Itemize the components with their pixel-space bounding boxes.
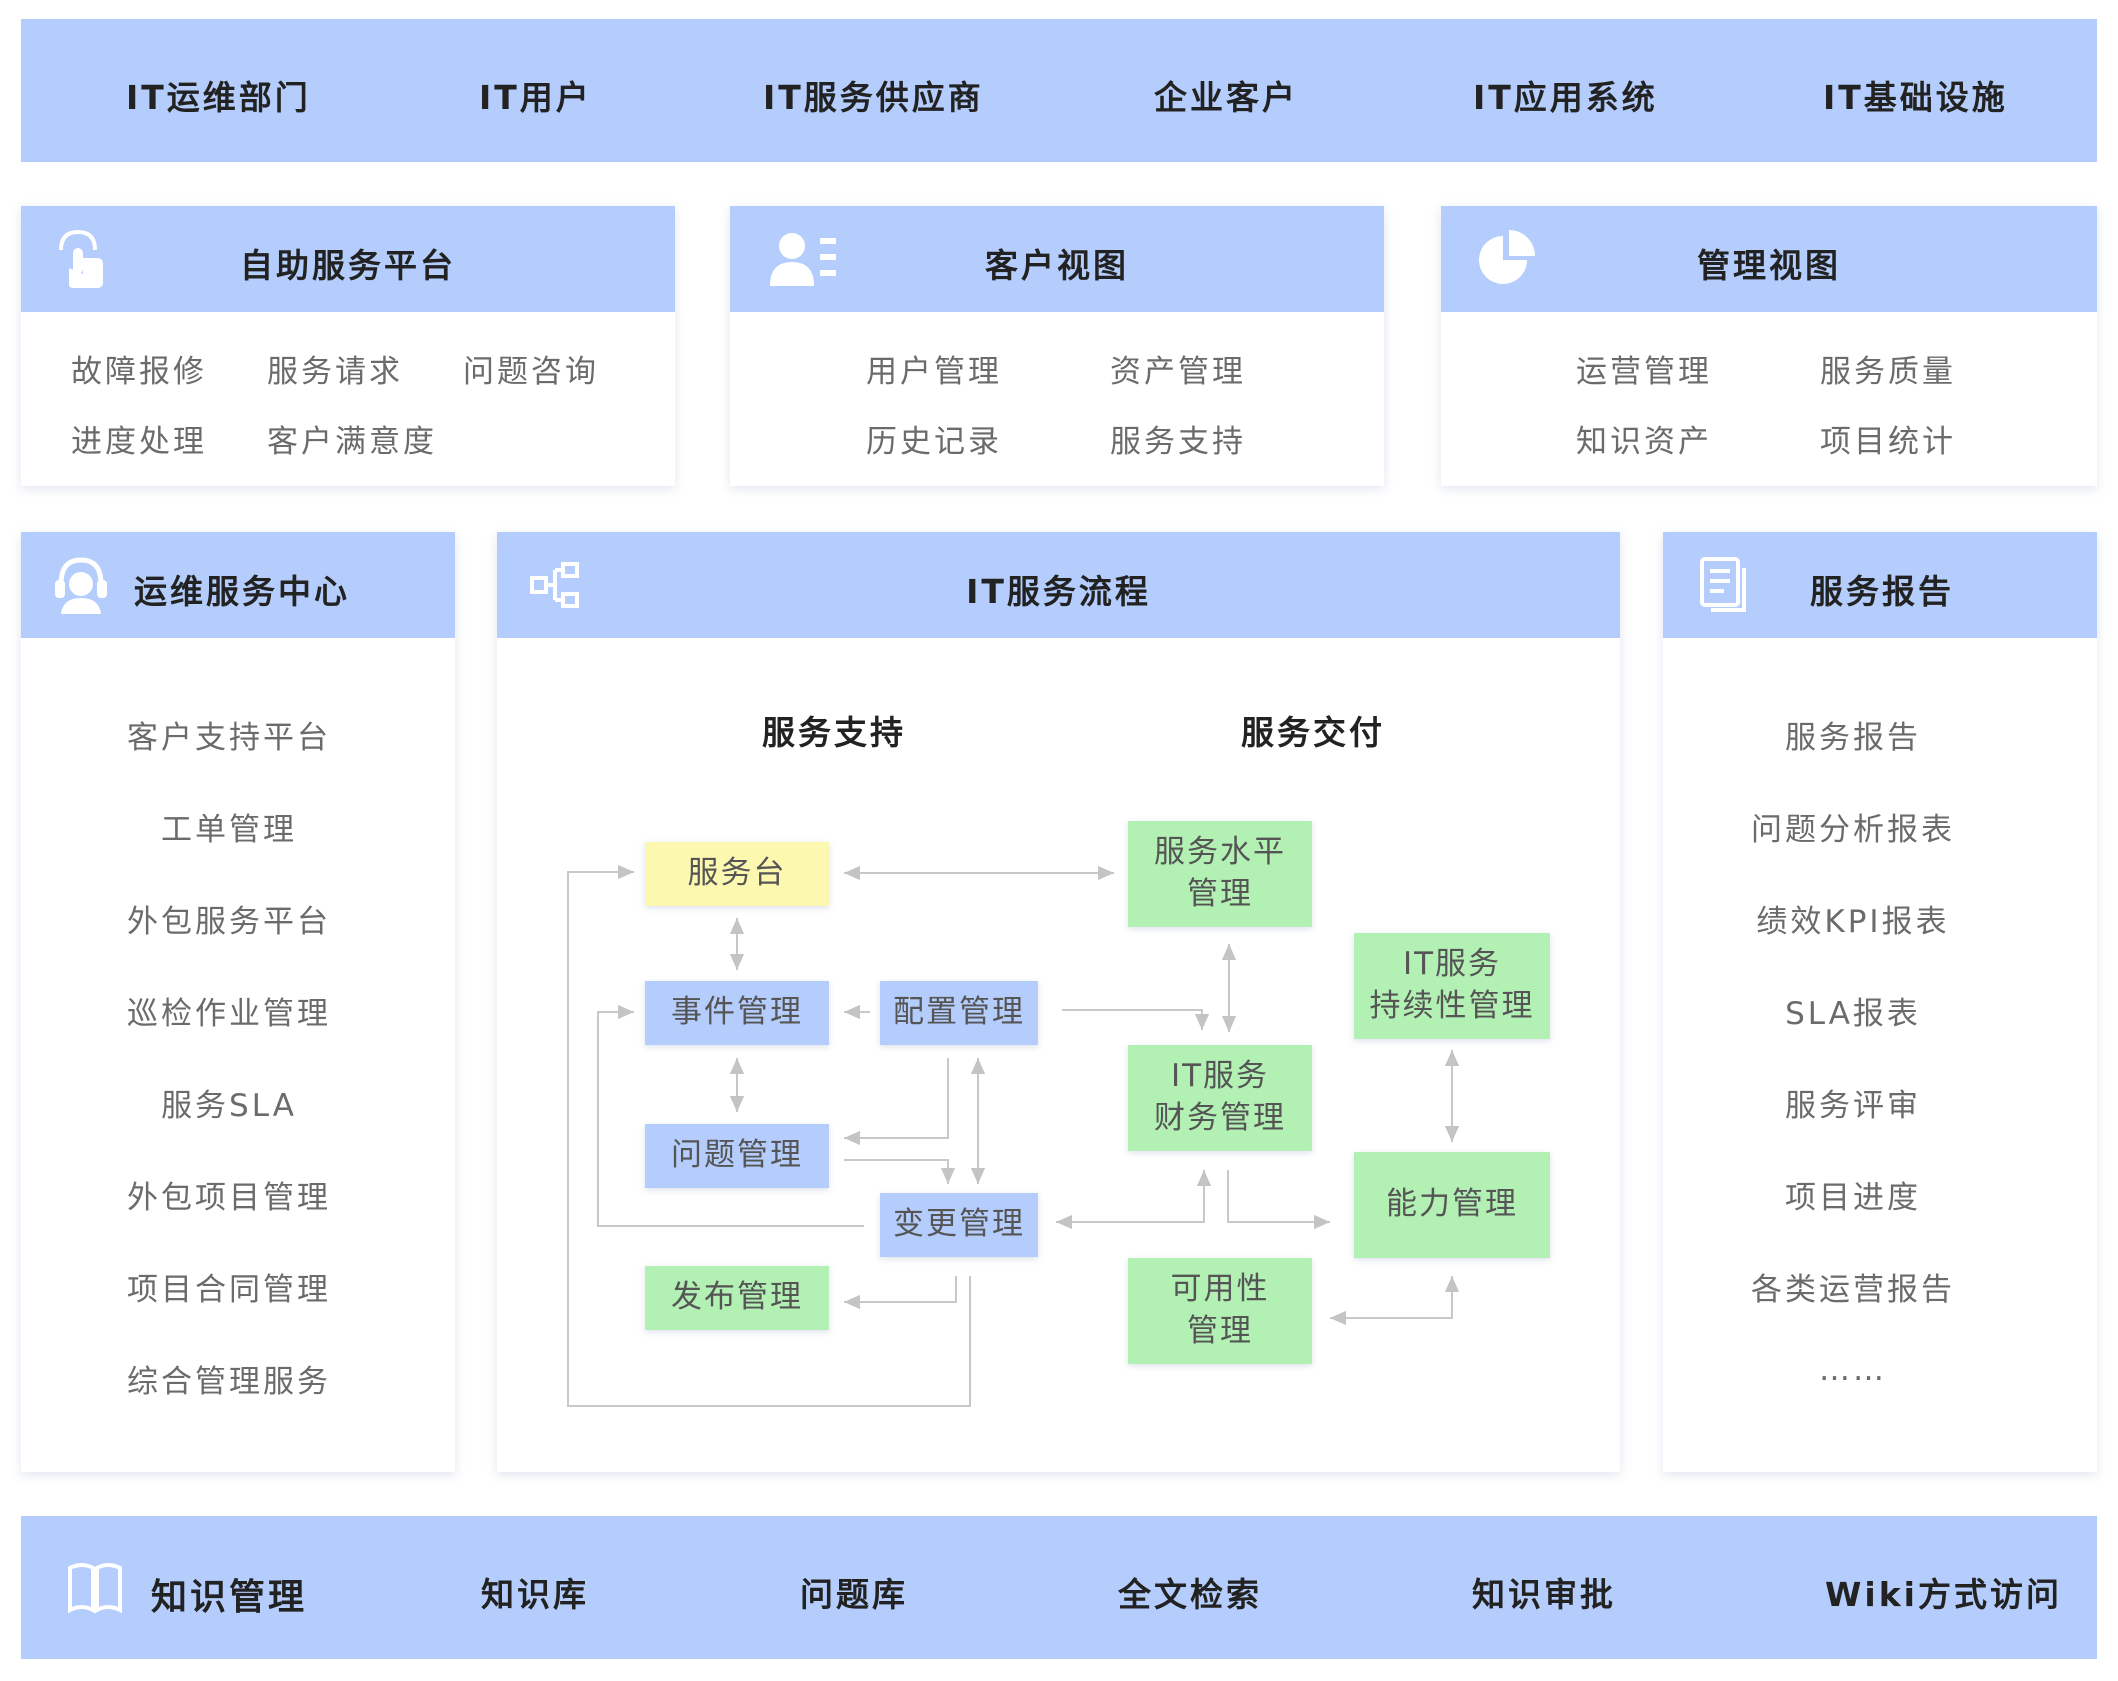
ops-center-item-outsourcing-platform[interactable]: 外包服务平台 xyxy=(127,904,331,940)
self-service-card: 自助服务平台 故障报修 服务请求 问题咨询 进度处理 客户满意度 xyxy=(21,206,675,486)
knowledge-item-kb[interactable]: 知识库 xyxy=(481,1575,589,1614)
stakeholder-it-applications: IT应用系统 xyxy=(1473,78,1658,117)
customer-view-header: 客户视图 xyxy=(730,206,1384,312)
node-release-management[interactable]: 发布管理 xyxy=(645,1266,829,1330)
top-stakeholder-bar: IT运维部门 IT用户 IT服务供应商 企业客户 IT应用系统 IT基础设施 xyxy=(21,19,2097,162)
it-process-title: IT服务流程 xyxy=(966,572,1151,611)
report-item-problem-analysis[interactable]: 问题分析报表 xyxy=(1751,812,1955,848)
management-view-item-knowledge-assets[interactable]: 知识资产 xyxy=(1576,424,1712,460)
customer-view-card: 客户视图 用户管理 资产管理 历史记录 服务支持 xyxy=(730,206,1384,486)
customer-view-item-user-mgmt[interactable]: 用户管理 xyxy=(866,354,1002,390)
report-item-project-progress[interactable]: 项目进度 xyxy=(1785,1180,1921,1216)
touch-hand-icon xyxy=(59,229,103,288)
self-service-item-question[interactable]: 问题咨询 xyxy=(463,354,599,390)
node-it-financial-management[interactable]: IT服务财务管理 xyxy=(1128,1045,1312,1151)
customer-view-item-service-support[interactable]: 服务支持 xyxy=(1110,424,1246,460)
node-it-service-continuity[interactable]: IT服务持续性管理 xyxy=(1354,933,1550,1039)
flow-nodes-icon xyxy=(530,562,579,608)
self-service-header: 自助服务平台 xyxy=(21,206,675,312)
customer-view-item-asset-mgmt[interactable]: 资产管理 xyxy=(1110,354,1246,390)
node-service-level-management[interactable]: 服务水平管理 xyxy=(1128,821,1312,927)
document-icon xyxy=(1700,557,1746,612)
open-book-icon xyxy=(68,1563,122,1614)
it-process-header: IT服务流程 xyxy=(497,532,1620,638)
report-item-service-report[interactable]: 服务报告 xyxy=(1785,720,1921,756)
management-view-item-quality[interactable]: 服务质量 xyxy=(1820,354,1956,390)
report-item-service-review[interactable]: 服务评审 xyxy=(1785,1088,1921,1124)
knowledge-item-problem-db[interactable]: 问题库 xyxy=(800,1575,908,1614)
service-report-header: 服务报告 xyxy=(1663,532,2097,638)
ops-center-header: 运维服务中心 xyxy=(21,532,455,638)
node-service-desk[interactable]: 服务台 xyxy=(645,842,829,906)
management-view-item-project-stats[interactable]: 项目统计 xyxy=(1820,424,1956,460)
management-view-card: 管理视图 运营管理 服务质量 知识资产 项目统计 xyxy=(1441,206,2097,486)
node-change-management[interactable]: 变更管理 xyxy=(880,1193,1038,1257)
self-service-title: 自助服务平台 xyxy=(240,246,456,285)
service-delivery-label: 服务交付 xyxy=(1241,713,1385,752)
knowledge-item-approval[interactable]: 知识审批 xyxy=(1472,1575,1616,1614)
ops-center-item-service-sla[interactable]: 服务SLA xyxy=(161,1088,297,1124)
service-report-card: 服务报告 服务报告 问题分析报表 绩效KPI报表 SLA报表 服务评审 项目进度… xyxy=(1663,532,2097,1472)
node-capacity-management[interactable]: 能力管理 xyxy=(1354,1152,1550,1258)
customer-view-title: 客户视图 xyxy=(985,246,1129,285)
self-service-item-progress[interactable]: 进度处理 xyxy=(71,424,207,460)
stakeholder-it-vendors: IT服务供应商 xyxy=(763,78,984,117)
customer-view-item-history[interactable]: 历史记录 xyxy=(866,424,1002,460)
node-availability-management[interactable]: 可用性管理 xyxy=(1128,1258,1312,1364)
ops-center-card: 运维服务中心 客户支持平台 工单管理 外包服务平台 巡检作业管理 服务SLA 外… xyxy=(21,532,455,1472)
knowledge-title: 知识管理 xyxy=(151,1577,308,1618)
ops-center-item-inspection[interactable]: 巡检作业管理 xyxy=(127,996,331,1032)
report-item-more: …… xyxy=(1819,1352,1887,1388)
self-service-item-fault-report[interactable]: 故障报修 xyxy=(71,354,207,390)
report-item-kpi[interactable]: 绩效KPI报表 xyxy=(1756,904,1950,940)
headset-icon xyxy=(55,557,107,614)
service-report-title: 服务报告 xyxy=(1810,572,1954,611)
ops-center-item-outsourcing-projects[interactable]: 外包项目管理 xyxy=(127,1180,331,1216)
user-list-icon xyxy=(770,233,836,286)
knowledge-item-fulltext-search[interactable]: 全文检索 xyxy=(1118,1575,1262,1614)
management-view-item-operations[interactable]: 运营管理 xyxy=(1576,354,1712,390)
ops-center-item-contracts[interactable]: 项目合同管理 xyxy=(127,1272,331,1308)
self-service-item-satisfaction[interactable]: 客户满意度 xyxy=(267,424,437,460)
management-view-header: 管理视图 xyxy=(1441,206,2097,312)
knowledge-item-wiki[interactable]: Wiki方式访问 xyxy=(1825,1575,2062,1614)
ops-center-item-ticket-mgmt[interactable]: 工单管理 xyxy=(161,812,297,848)
stakeholder-it-ops-dept: IT运维部门 xyxy=(126,78,311,117)
node-incident-management[interactable]: 事件管理 xyxy=(645,981,829,1045)
service-support-label: 服务支持 xyxy=(762,713,906,752)
knowledge-management-bar: 知识管理 知识库 问题库 全文检索 知识审批 Wiki方式访问 xyxy=(21,1516,2097,1659)
report-item-sla[interactable]: SLA报表 xyxy=(1785,996,1921,1032)
node-problem-management[interactable]: 问题管理 xyxy=(645,1124,829,1188)
report-item-operations-reports[interactable]: 各类运营报告 xyxy=(1751,1272,1955,1308)
management-view-title: 管理视图 xyxy=(1697,246,1841,285)
ops-center-title: 运维服务中心 xyxy=(134,572,350,611)
pie-chart-icon xyxy=(1479,230,1535,284)
ops-center-item-customer-support[interactable]: 客户支持平台 xyxy=(127,720,331,756)
self-service-item-service-request[interactable]: 服务请求 xyxy=(267,354,403,390)
ops-center-item-general-services[interactable]: 综合管理服务 xyxy=(127,1364,331,1400)
stakeholder-enterprise-customers: 企业客户 xyxy=(1154,78,1298,117)
stakeholder-it-infrastructure: IT基础设施 xyxy=(1823,78,2008,117)
stakeholder-it-users: IT用户 xyxy=(479,78,592,117)
node-configuration-management[interactable]: 配置管理 xyxy=(880,981,1038,1045)
